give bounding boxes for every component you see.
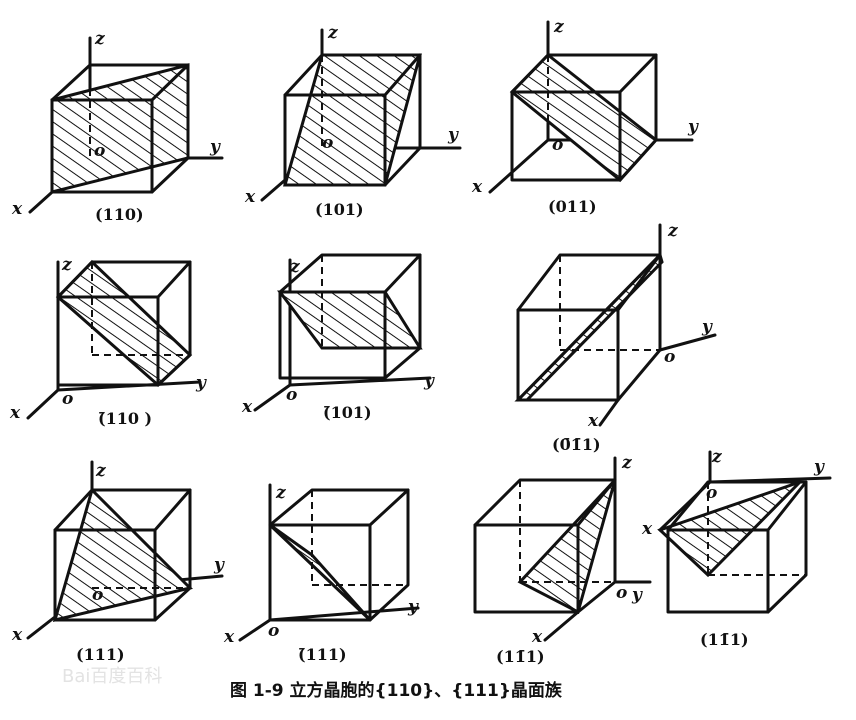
origin-label: o	[94, 141, 105, 161]
plane-caption: (11̄1)	[496, 647, 545, 666]
y-label: y	[195, 373, 207, 393]
z-label: z	[275, 483, 286, 503]
plane-caption: (101)	[315, 200, 364, 219]
figure-caption: 图 1-9 立方晶胞的{110}、{111}晶面族	[230, 680, 563, 701]
panel-1bar11: z y x o (11̄1)	[473, 453, 652, 666]
z-label: z	[621, 453, 632, 473]
origin-label: o	[552, 135, 563, 155]
watermark: Bai百度百科	[62, 666, 162, 687]
y-label: y	[209, 137, 221, 157]
z-label: z	[289, 257, 300, 277]
y-axis	[658, 333, 717, 352]
hatched-plane	[55, 259, 193, 388]
x-axis	[238, 618, 272, 642]
plane-caption: (111)	[76, 645, 125, 664]
panel-111: z y x o (111)	[11, 460, 225, 664]
origin-label: o	[92, 585, 103, 605]
panel-101: z y x o (101)	[244, 23, 462, 219]
z-label: z	[61, 255, 72, 275]
origin-label: o	[322, 133, 333, 153]
plane-caption: (011)	[548, 197, 597, 216]
x-axis	[488, 138, 550, 194]
origin-label: o	[62, 389, 73, 409]
x-axis	[26, 388, 60, 420]
origin-label: o	[706, 483, 717, 503]
y-label: y	[213, 555, 225, 575]
x-axis	[543, 610, 580, 642]
panel-bar111: z y x o (̄111)	[223, 483, 420, 664]
z-label: z	[95, 461, 106, 481]
panel-bar110: z y x o (̄110 )	[9, 255, 207, 428]
y-label: y	[407, 597, 419, 617]
y-axis	[288, 376, 432, 387]
z-label: z	[667, 221, 678, 241]
origin-label: o	[286, 385, 297, 405]
origin-label: o	[268, 621, 279, 641]
y-label: y	[813, 457, 825, 477]
y-label: y	[423, 371, 435, 391]
origin-label: o	[616, 583, 627, 603]
plane-caption: (̄101)	[323, 403, 372, 422]
hatched-plane	[277, 290, 423, 350]
z-label: z	[94, 29, 105, 49]
x-axis	[253, 383, 292, 412]
panel-011: z y x o (011)	[471, 17, 699, 216]
x-label: x	[241, 397, 253, 417]
x-label: x	[531, 627, 543, 647]
hatched-plane	[268, 523, 372, 622]
x-label: x	[471, 177, 483, 197]
x-label: x	[11, 199, 23, 219]
origin-label: o	[664, 347, 675, 367]
x-label: x	[9, 403, 21, 423]
plane-caption: (̄111)	[298, 645, 347, 664]
y-label: y	[687, 117, 699, 137]
plane-caption: (11̄1)	[700, 630, 749, 649]
x-label: x	[641, 519, 653, 539]
x-label: x	[587, 411, 599, 431]
hatched-plane	[517, 478, 617, 615]
z-label: z	[327, 23, 338, 43]
hatched-plane	[509, 52, 659, 183]
panel-11bar1: z y x o (11̄1)	[641, 447, 832, 649]
x-label: x	[244, 187, 256, 207]
panel-0bar1bar1: z y x o (0̄1̄1)	[514, 221, 717, 454]
panel-bar101: z y x o (̄101)	[241, 253, 435, 422]
z-label: z	[553, 17, 564, 37]
y-label: y	[701, 317, 713, 337]
x-axis	[598, 398, 620, 427]
plane-caption: (110)	[95, 205, 144, 224]
x-label: x	[223, 627, 235, 647]
y-label: y	[447, 125, 459, 145]
y-axis	[268, 606, 420, 622]
plane-caption: (0̄1̄1)	[552, 435, 601, 454]
z-label: z	[711, 447, 722, 467]
x-label: x	[11, 625, 23, 645]
plane-caption: (̄110 )	[98, 409, 152, 428]
y-label: y	[631, 585, 643, 605]
panel-110: z y x o (110)	[11, 29, 224, 224]
